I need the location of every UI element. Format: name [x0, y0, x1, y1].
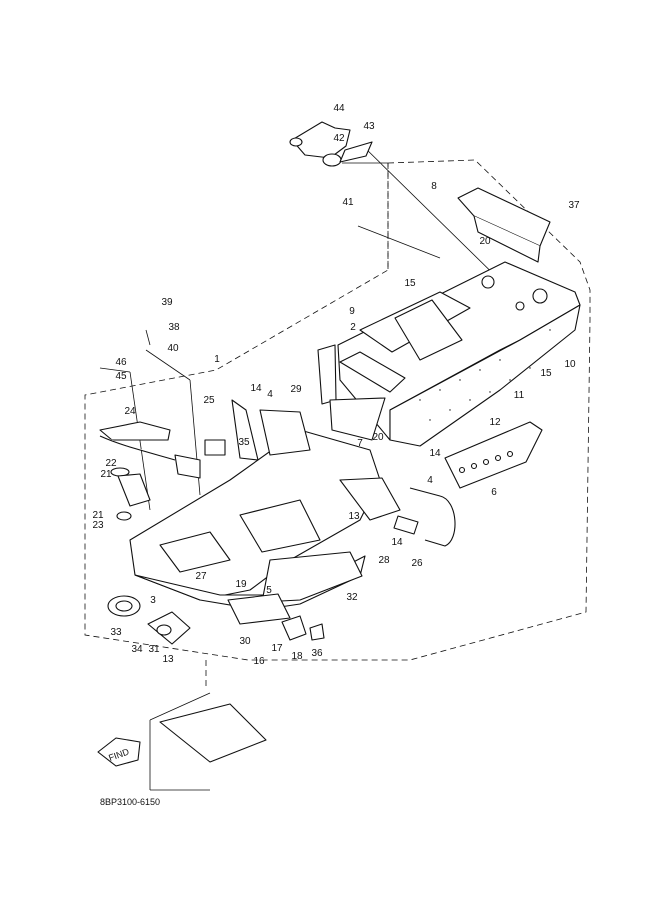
tube-4 — [393, 487, 456, 547]
callout: 44 — [333, 103, 345, 114]
callout: 38 — [168, 322, 180, 333]
find-arrow-icon: FIND — [97, 737, 141, 767]
callout: 27 — [195, 571, 207, 582]
diagram-code: 8BP3100-6150 — [100, 797, 160, 807]
rail-2 — [317, 344, 406, 441]
front-lower-parts — [107, 593, 325, 645]
callout: 31 — [148, 644, 160, 655]
callout: 46 — [115, 357, 127, 368]
callout: 32 — [346, 592, 358, 603]
callout: 41 — [342, 197, 354, 208]
callout: 16 — [253, 656, 265, 667]
callout: 14 — [429, 448, 441, 459]
callout-labels: 44 42 43 8 37 41 20 15 39 38 40 9 2 15 1… — [92, 103, 580, 667]
callout: 26 — [411, 558, 423, 569]
callout: 1 — [214, 354, 220, 365]
callout: 8 — [431, 181, 437, 192]
callout: 13 — [162, 654, 174, 665]
callout: 29 — [290, 384, 302, 395]
leader-lines — [99, 144, 521, 791]
callout: 14 — [391, 537, 403, 548]
callout: 28 — [378, 555, 390, 566]
callout: 19 — [235, 579, 247, 590]
callout: 4 — [427, 475, 433, 486]
callout: 45 — [115, 371, 127, 382]
callout: 20 — [372, 432, 384, 443]
callout: 21 — [100, 469, 112, 480]
callout: 15 — [404, 278, 416, 289]
callout: 13 — [348, 511, 360, 522]
callout: 33 — [110, 627, 122, 638]
skid-plate-3 — [261, 551, 363, 603]
frame-texture — [419, 329, 551, 421]
callout: 7 — [357, 438, 363, 449]
callout: 14 — [250, 383, 262, 394]
assembly-boundaries — [84, 159, 591, 690]
callout: 2 — [350, 322, 356, 333]
callout: 34 — [131, 644, 143, 655]
callout: 22 — [105, 458, 117, 469]
callout: 24 — [124, 406, 136, 417]
callout: 20 — [479, 236, 491, 247]
front-bar-24 — [99, 421, 201, 521]
callout: 5 — [266, 585, 272, 596]
callout: 18 — [291, 651, 303, 662]
callout: 35 — [238, 437, 250, 448]
callout: 40 — [167, 343, 179, 354]
callout: 39 — [161, 297, 173, 308]
callout: 37 — [568, 200, 580, 211]
callout: 42 — [333, 133, 345, 144]
mat-36 — [159, 703, 267, 763]
callout: 23 — [92, 520, 104, 531]
callout: 11 — [514, 390, 525, 401]
rail-6 — [444, 421, 543, 489]
bracket-8 — [457, 187, 551, 263]
callout: 3 — [150, 595, 156, 606]
callout: 10 — [564, 359, 576, 370]
callout: 9 — [349, 306, 355, 317]
callout: 4 — [267, 389, 273, 400]
callout: 30 — [239, 636, 251, 647]
callout: 15 — [540, 368, 552, 379]
callout: 12 — [489, 417, 501, 428]
callout: 17 — [271, 643, 283, 654]
decal-assembly — [289, 121, 373, 167]
callout: 25 — [203, 395, 215, 406]
callout: 21 — [92, 510, 104, 521]
callout: 43 — [363, 121, 375, 132]
rear-frame — [337, 261, 581, 447]
callout: 6 — [491, 487, 497, 498]
callout: 36 — [311, 648, 323, 659]
